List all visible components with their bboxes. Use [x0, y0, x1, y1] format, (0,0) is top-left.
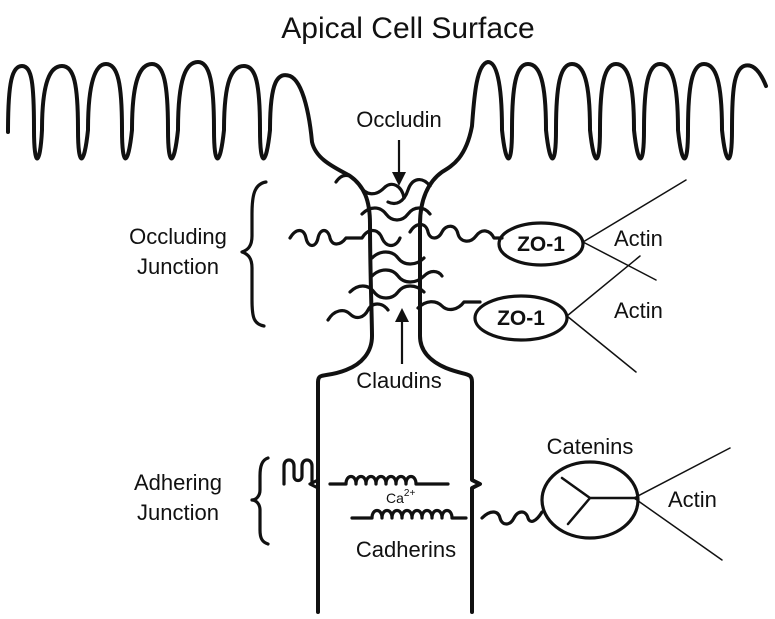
catenins-label: Catenins: [547, 434, 634, 459]
occludin-strand-9: [328, 304, 388, 320]
occludin-label: Occludin: [356, 107, 442, 132]
occluding-junction-label-line2: Junction: [137, 254, 219, 279]
zo1-lower-label: ZO-1: [497, 307, 545, 330]
catenins-shape: [542, 462, 638, 538]
calcium-label: Ca2+: [386, 488, 415, 506]
occludin-strand-1: [336, 175, 404, 198]
occludin-strand-7: [372, 270, 442, 282]
occludin-strand-10: [418, 302, 480, 310]
occludin-strand-5: [410, 225, 502, 242]
claudins-label: Claudins: [356, 368, 442, 393]
adhering-junction-brace: [252, 458, 268, 544]
occludin-strand-6: [372, 252, 424, 264]
adhering-junction-label-line2: Junction: [137, 500, 219, 525]
diagram-title: Apical Cell Surface: [281, 12, 534, 45]
occluding-junction-label-line1: Occluding: [129, 224, 227, 249]
zo1-upper-label: ZO-1: [517, 233, 565, 256]
catenins-y-mark: [562, 478, 636, 524]
actin-lower-label: Actin: [614, 298, 663, 323]
cadherin-lower: [352, 511, 466, 519]
cadherins-label: Cadherins: [356, 537, 456, 562]
actin-upper-label: Actin: [614, 226, 663, 251]
catenin-connector: [482, 512, 542, 524]
claudins-arrowhead: [395, 308, 409, 322]
adhering-junction-label-line1: Adhering: [134, 470, 222, 495]
actin-filament-lower-2: [567, 316, 636, 372]
cadherin-upper: [330, 477, 448, 485]
occludin-strand-4: [290, 231, 400, 246]
adhering-plaque-squiggle: [284, 460, 312, 484]
left-cell-membrane: [8, 62, 372, 612]
actin-catenins-label: Actin: [668, 487, 717, 512]
occludin-strand-8: [350, 286, 424, 298]
occluding-junction-brace: [242, 182, 266, 326]
